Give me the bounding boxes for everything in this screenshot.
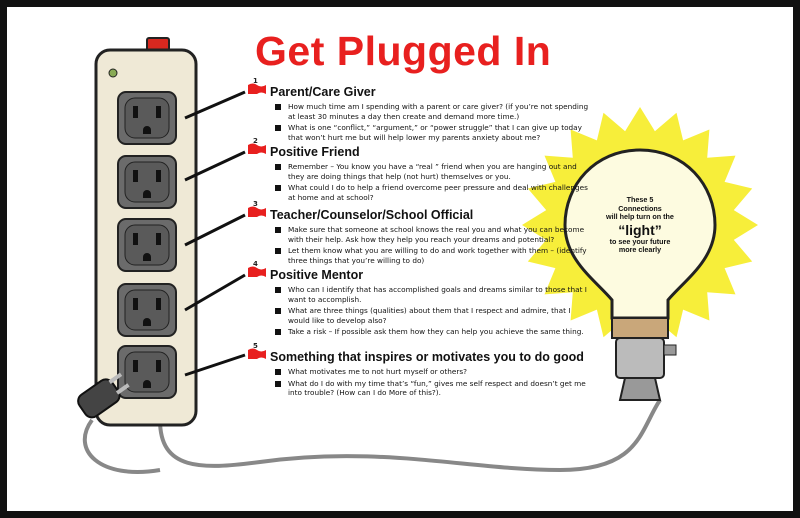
poster-title: Get Plugged In [255, 28, 552, 74]
bullet-item: Remember – You know you have a “real ” f… [270, 162, 590, 181]
flag-icon: 5 [248, 342, 266, 361]
section-number: 5 [253, 342, 258, 350]
bulb-message: These 5 Connections will help turn on th… [600, 195, 680, 255]
bulb-highlight: “light” [618, 221, 662, 238]
plug [77, 372, 130, 419]
outlet [117, 345, 177, 399]
flag-icon: 2 [248, 137, 266, 156]
section-heading: Parent/Care Giver [270, 85, 376, 99]
bullet-item: Let them know what you are willing to do… [270, 246, 590, 265]
section-number: 4 [253, 260, 258, 268]
bulb-line: will help turn on the [606, 212, 674, 222]
section-number: 3 [253, 200, 258, 208]
indicator-light [108, 68, 118, 78]
arrows [184, 90, 246, 377]
bulb-line: Connections [618, 203, 662, 213]
flag-icon: 4 [248, 260, 266, 279]
bulb-line: more clearly [618, 245, 662, 255]
bullet-item: Make sure that someone at school knows t… [270, 225, 590, 244]
bullet-item: What could I do to help a friend overcom… [270, 183, 590, 202]
flag-icon: 3 [248, 200, 266, 219]
bullet-item: What do I do with my time that’s “fun,” … [270, 379, 590, 398]
socket-knob [663, 344, 677, 356]
section-heading: Positive Mentor [270, 268, 364, 282]
bulb-line: These 5 [626, 195, 654, 204]
bullet-item: What motivates me to not hurt myself or … [270, 367, 590, 377]
flag-icon: 1 [248, 77, 266, 96]
section-heading: Positive Friend [270, 145, 360, 159]
bulb-line: to see your future [609, 236, 671, 246]
bullet-item: What is one “conflict,” “argument,” or “… [270, 123, 590, 142]
outlet [117, 155, 177, 209]
bullet-item: Take a risk – If possible ask them how t… [270, 327, 590, 337]
bullet-item: How much time am I spending with a paren… [270, 102, 590, 121]
outlet [117, 91, 177, 145]
plug-cord [82, 418, 161, 474]
section-number: 1 [253, 77, 258, 85]
bullet-item: What are three things (qualities) about … [270, 306, 590, 325]
bullet-item: Who can I identify that has accomplished… [270, 285, 590, 304]
section-heading: Something that inspires or motivates you… [270, 350, 584, 364]
outlet [117, 218, 177, 272]
bulb-base [611, 317, 669, 339]
section-heading: Teacher/Counselor/School Official [270, 208, 474, 222]
bulb-socket [615, 337, 665, 379]
outlet [117, 283, 177, 337]
section-number: 2 [253, 137, 258, 145]
power-cord [158, 398, 662, 473]
